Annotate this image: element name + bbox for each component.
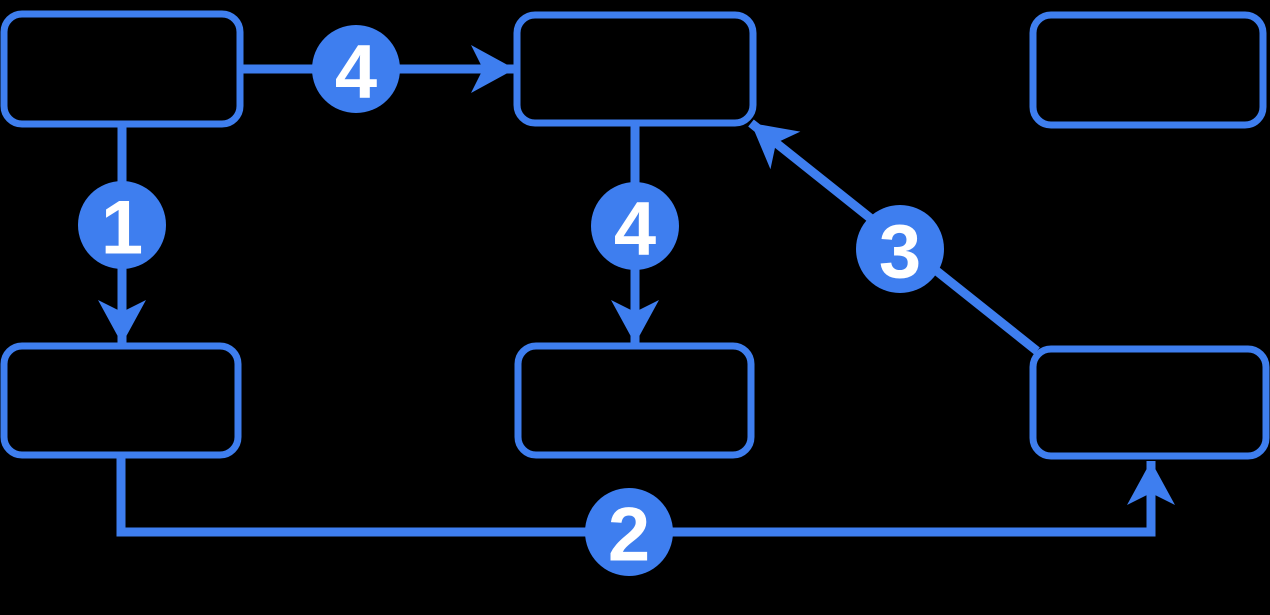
edge-1-badge: 1 [78,181,166,271]
edge-2-badge-circle [585,488,673,576]
edge-4b-badge-circle [591,182,679,270]
edge-3-badge-circle [856,205,944,293]
edge-4a-badge-circle [312,25,400,113]
edge-4a-badge-label: 4 [335,30,377,115]
node-bottom-left [0,342,242,459]
edge-2-badge: 2 [585,488,673,578]
node-bottom-right [1029,345,1270,460]
edge-3-badge: 3 [856,205,944,295]
edge-2-badge-label: 2 [608,493,650,578]
edge-1-badge-label: 1 [101,186,143,271]
edge-4b-badge-label: 4 [614,187,656,272]
edge-1-badge-circle [78,181,166,269]
node-bottom-middle [514,342,755,459]
node-top-middle [513,11,757,127]
edge-4a-badge: 4 [312,25,400,115]
edge-4b-badge: 4 [591,182,679,272]
node-top-right [1029,11,1267,129]
node-top-left [0,10,244,128]
edge-3-badge-label: 3 [879,210,921,295]
